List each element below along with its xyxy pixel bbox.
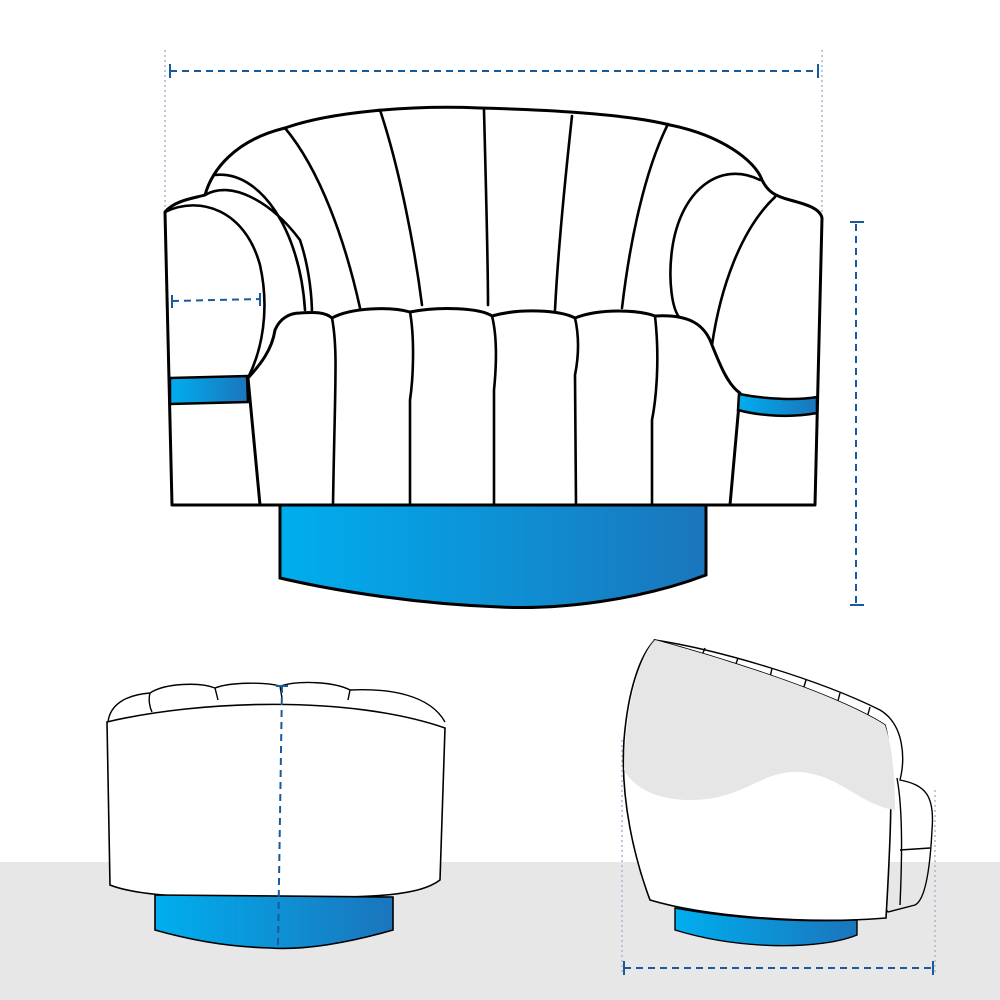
seat-channels <box>330 310 659 507</box>
right-accent-band <box>736 392 819 418</box>
back-panel <box>106 703 446 899</box>
side-view <box>621 639 936 975</box>
back-height-dimension <box>277 685 283 947</box>
back-channels <box>203 108 777 347</box>
left-arm <box>163 204 266 380</box>
side-shading <box>624 640 895 810</box>
back-view <box>106 681 446 950</box>
side-base <box>674 907 858 947</box>
left-accent-band <box>168 374 250 406</box>
swivel-base <box>278 503 708 610</box>
arm-dimension <box>171 298 261 302</box>
front-view <box>163 50 864 610</box>
back-base <box>154 894 394 950</box>
